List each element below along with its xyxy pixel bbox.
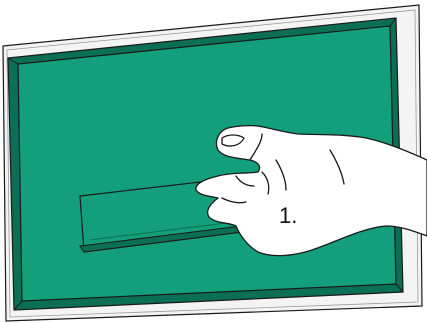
step-label: 1. (279, 203, 297, 228)
